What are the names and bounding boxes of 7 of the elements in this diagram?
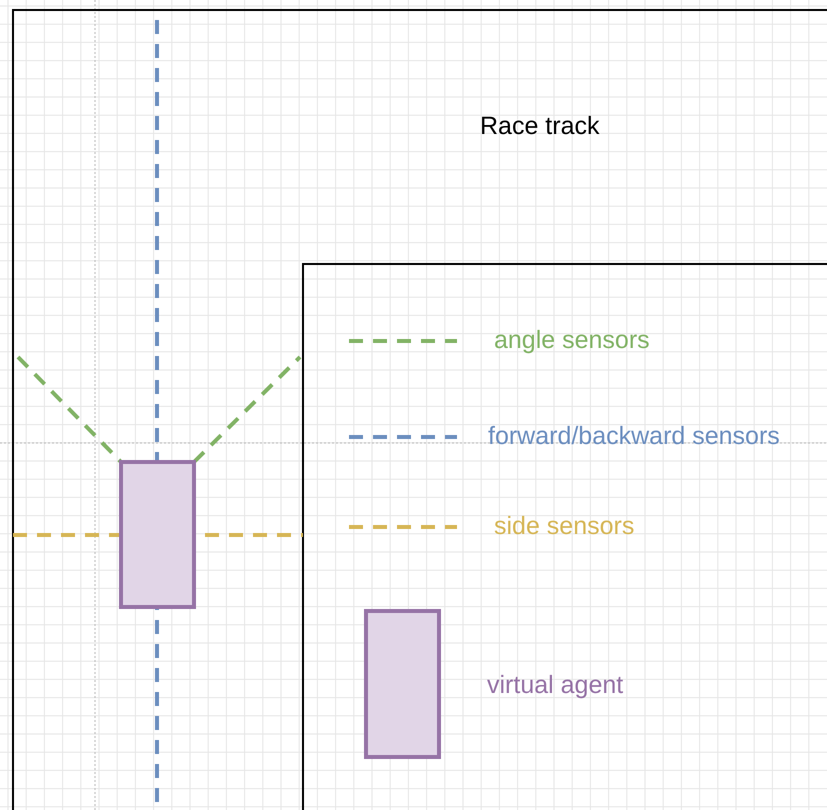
legend-text: side sensors bbox=[494, 511, 634, 541]
legend-text: angle sensors bbox=[494, 325, 650, 355]
track-label: Race track bbox=[480, 111, 600, 141]
legend-text: virtual agent bbox=[487, 670, 624, 700]
legend-text: forward/backward sensors bbox=[488, 421, 780, 451]
agent-rectangle bbox=[364, 609, 441, 759]
agent-rectangle bbox=[119, 460, 196, 609]
